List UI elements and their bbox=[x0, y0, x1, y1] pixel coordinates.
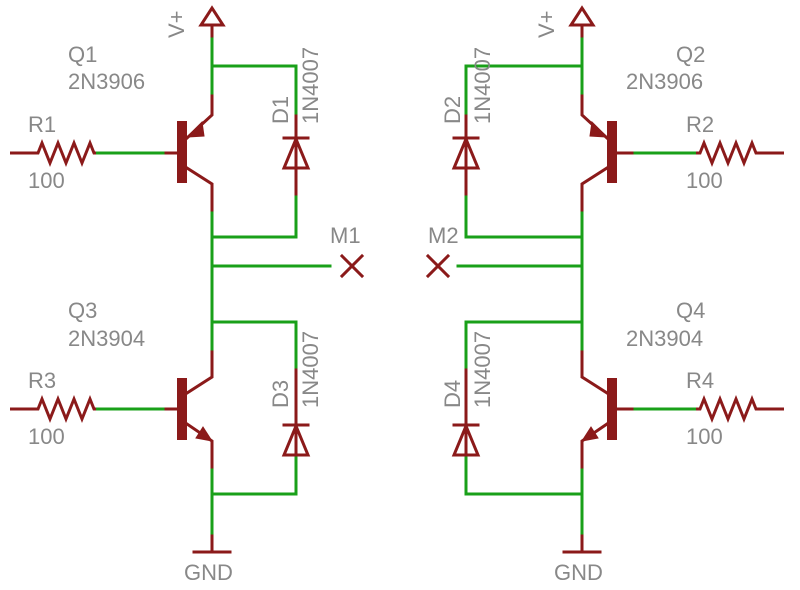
resistor-r3 bbox=[10, 394, 96, 424]
transistor-q1 bbox=[164, 94, 214, 212]
q2-reference-label: Q2 bbox=[676, 42, 705, 67]
r4-value-label: 100 bbox=[686, 424, 723, 449]
gnd-label-left: GND bbox=[184, 560, 233, 585]
motor-terminal-m2-marker bbox=[425, 253, 451, 279]
q1-value-label: 2N3906 bbox=[68, 69, 145, 94]
resistor-r1 bbox=[10, 138, 96, 168]
r2-value-label: 100 bbox=[686, 168, 723, 193]
d3-value-label: 1N4007 bbox=[298, 331, 323, 408]
resistor-r2 bbox=[696, 138, 784, 168]
q4-value-label: 2N3904 bbox=[626, 326, 703, 351]
vplus-label-right: V+ bbox=[534, 10, 559, 38]
transistor-q3 bbox=[164, 350, 214, 469]
q4-reference-label: Q4 bbox=[676, 298, 705, 323]
vplus-label-left: V+ bbox=[164, 10, 189, 38]
q3-value-label: 2N3904 bbox=[68, 326, 145, 351]
wires bbox=[94, 23, 698, 548]
m2-label: M2 bbox=[428, 223, 459, 248]
resistor-r4 bbox=[696, 394, 784, 424]
ground-symbol-left bbox=[192, 534, 232, 554]
d1-value-label: 1N4007 bbox=[298, 47, 323, 124]
gnd-label-right: GND bbox=[554, 560, 603, 585]
q3-reference-label: Q3 bbox=[68, 298, 97, 323]
r1-value-label: 100 bbox=[28, 168, 65, 193]
motor-terminal-m1-marker bbox=[339, 253, 365, 279]
r4-reference-label: R4 bbox=[686, 368, 714, 393]
d4-reference-label: D4 bbox=[440, 380, 465, 408]
diode-d2 bbox=[451, 114, 481, 196]
diode-d3 bbox=[281, 368, 311, 457]
transistor-q2 bbox=[580, 94, 634, 212]
r1-reference-label: R1 bbox=[28, 112, 56, 137]
q2-value-label: 2N3906 bbox=[626, 69, 703, 94]
transistor-q4 bbox=[580, 350, 634, 469]
q1-reference-label: Q1 bbox=[68, 42, 97, 67]
d1-reference-label: D1 bbox=[268, 96, 293, 124]
diode-d4 bbox=[451, 368, 481, 457]
vplus-symbol-left bbox=[198, 5, 226, 38]
r2-reference-label: R2 bbox=[686, 112, 714, 137]
vplus-symbol-right bbox=[568, 5, 596, 38]
r3-reference-label: R3 bbox=[28, 368, 56, 393]
ground-symbol-right bbox=[562, 534, 602, 554]
m1-label: M1 bbox=[330, 223, 361, 248]
d3-reference-label: D3 bbox=[268, 380, 293, 408]
d2-value-label: 1N4007 bbox=[470, 47, 495, 124]
diode-d1 bbox=[281, 114, 311, 196]
d2-reference-label: D2 bbox=[440, 96, 465, 124]
r3-value-label: 100 bbox=[28, 424, 65, 449]
d4-value-label: 1N4007 bbox=[470, 331, 495, 408]
